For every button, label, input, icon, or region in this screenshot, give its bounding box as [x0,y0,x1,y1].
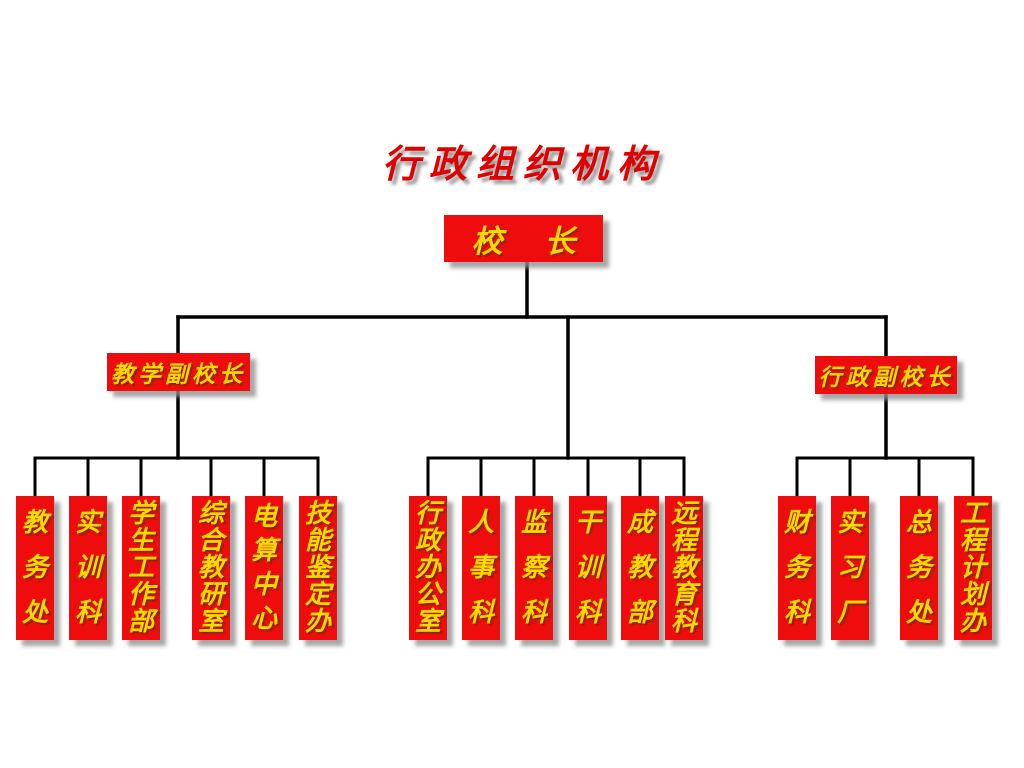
dept-box-xueshenggongzuobu: 学生工作部 [122,496,160,640]
page-title: 行政组织机构 [382,142,665,186]
dept-label: 人事科 [467,507,494,629]
dept-label: 干训科 [574,507,601,629]
dept-box-ganxunke: 干训科 [569,496,607,640]
dept-box-jianchake: 监察科 [515,496,553,640]
middle-branch-lines [426,456,686,499]
dept-box-caiwuke: 财务科 [778,496,816,640]
dept-box-yuanchengjiaoyuke: 远程教育科 [665,496,703,640]
admin-branch-lines [795,456,975,499]
dept-box-chengjiaobu: 成教部 [621,496,659,640]
node-principal: 校长 [444,215,603,262]
dept-box-shixichang: 实习厂 [831,496,869,640]
node-principal-label: 校长 [471,224,576,260]
dept-label: 实训科 [74,507,101,629]
dept-box-shixunke: 实训科 [69,496,107,640]
dept-label: 监察科 [520,507,547,629]
dept-label: 成教部 [626,507,653,629]
dept-box-xingzhengbangongshi: 行政办公室 [409,496,447,640]
dept-label: 工程计划办 [959,498,986,638]
trunk-lines [176,260,888,460]
dept-box-jinengjiandingban: 技能鉴定办 [299,496,337,640]
node-vice-principal-admin: 行政副校长 [815,356,957,394]
dept-label: 学生工作部 [127,498,154,638]
dept-label: 综合教研室 [197,498,224,638]
dept-label: 远程教育科 [670,498,697,638]
dept-box-diansuanzhongxin: 电算中心 [245,496,283,640]
dept-box-gongchengjihuaban: 工程计划办 [954,496,992,640]
node-vice-principal-admin-label: 行政副校长 [818,365,954,391]
dept-label: 总务处 [905,507,932,629]
node-vice-principal-teaching-label: 教学副校长 [111,362,246,388]
dept-box-zonghejiaoyanshi: 综合教研室 [192,496,230,640]
dept-label: 财务科 [783,507,810,629]
dept-box-jiaowuchu: 教务处 [16,496,54,640]
dept-label: 技能鉴定办 [304,498,331,638]
dept-label: 电算中心 [250,502,277,634]
teaching-branch-lines [33,456,320,499]
dept-box-renshike: 人事科 [462,496,500,640]
dept-label: 教务处 [21,507,48,629]
dept-label: 实习厂 [836,507,863,629]
dept-label: 行政办公室 [414,498,441,638]
dept-box-zongwuchu: 总务处 [900,496,938,640]
node-vice-principal-teaching: 教学副校长 [107,353,250,391]
